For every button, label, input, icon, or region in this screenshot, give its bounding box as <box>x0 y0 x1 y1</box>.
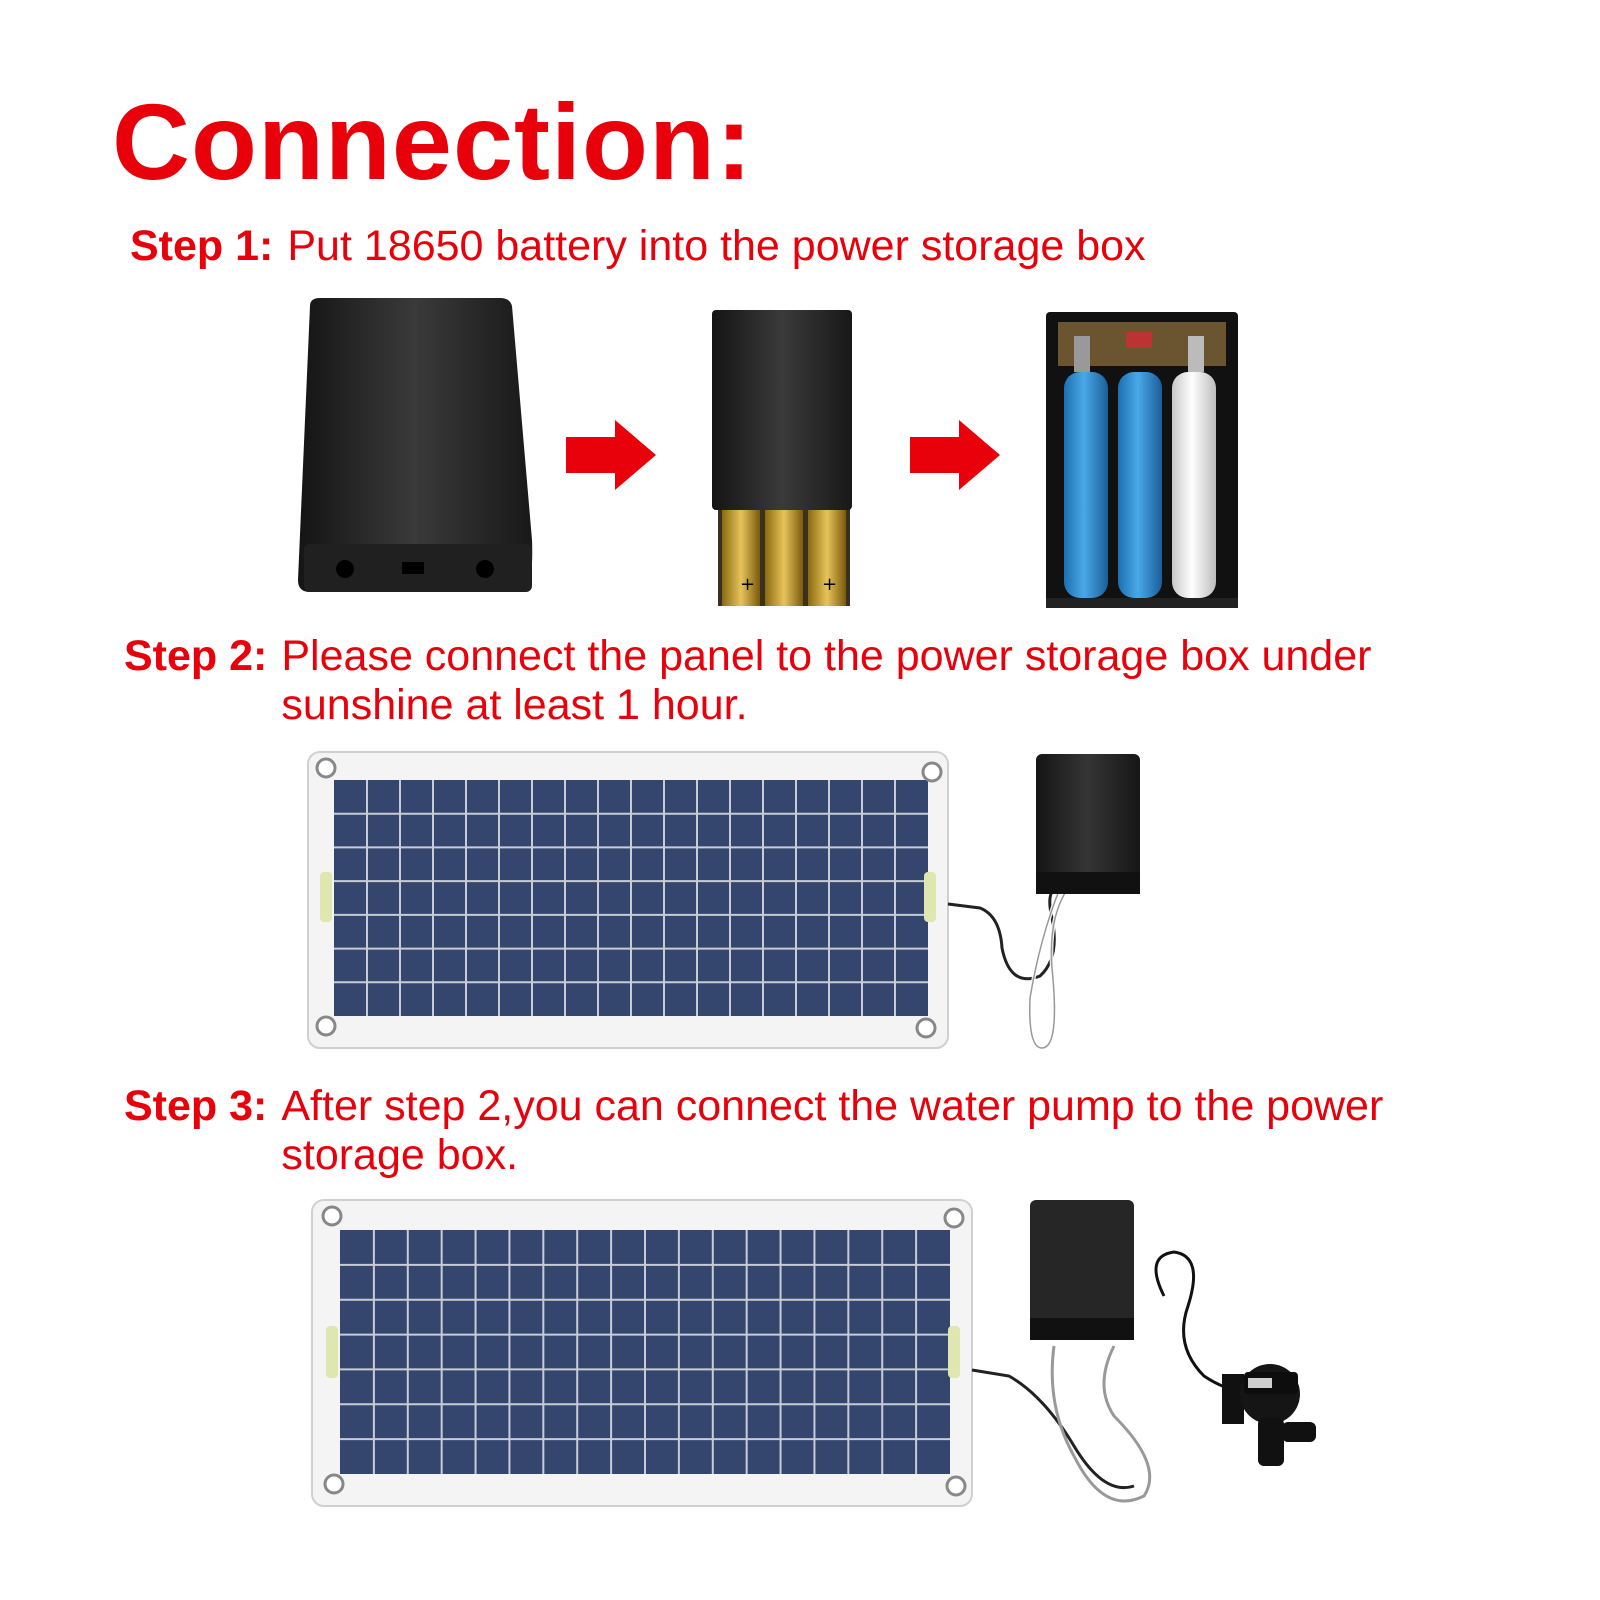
step-1-illustration: + + <box>298 298 1238 608</box>
power-box <box>1030 1200 1134 1340</box>
step-2-heading: Step 2: Please connect the panel to the … <box>124 632 1371 730</box>
step-3-heading: Step 3: After step 2,you can connect the… <box>124 1082 1383 1180</box>
step-1-heading: Step 1: Put 18650 battery into the power… <box>130 222 1146 271</box>
solar-panel <box>307 751 949 1049</box>
step-3-label: Step 3: <box>124 1082 268 1130</box>
step-1-line-1: Put 18650 battery into the power storage… <box>287 222 1146 270</box>
step-3-text: After step 2,you can connect the water p… <box>281 1082 1383 1180</box>
step-3-line-1: After step 2,you can connect the water p… <box>281 1082 1384 1130</box>
page-title: Connection: <box>112 81 753 202</box>
step-2-illustration <box>307 751 1140 1051</box>
power-box-opening: + + <box>712 310 852 606</box>
panel-cable <box>971 1368 1135 1490</box>
arrow-right-icon <box>910 420 1000 490</box>
arrow-right-icon <box>566 420 656 490</box>
step-3-illustration <box>311 1199 1316 1507</box>
power-box <box>1036 754 1140 894</box>
solar-panel <box>311 1199 973 1507</box>
step-2-label: Step 2: <box>124 632 268 680</box>
step-3-line-2: storage box. <box>281 1131 519 1179</box>
step-1-text: Put 18650 battery into the power storage… <box>287 222 1145 271</box>
step-2-text: Please connect the panel to the power st… <box>281 632 1371 730</box>
svg-text:+: + <box>740 574 755 595</box>
svg-text:+: + <box>822 574 837 595</box>
step-1-label: Step 1: <box>130 222 274 270</box>
step-2-line-2: sunshine at least 1 hour. <box>281 681 748 729</box>
panel-cable <box>947 886 1061 981</box>
step-2-line-1: Please connect the panel to the power st… <box>281 632 1372 680</box>
water-pump <box>1222 1364 1316 1466</box>
power-box-open-with-batteries <box>1046 312 1238 608</box>
power-box-closed <box>298 298 533 592</box>
